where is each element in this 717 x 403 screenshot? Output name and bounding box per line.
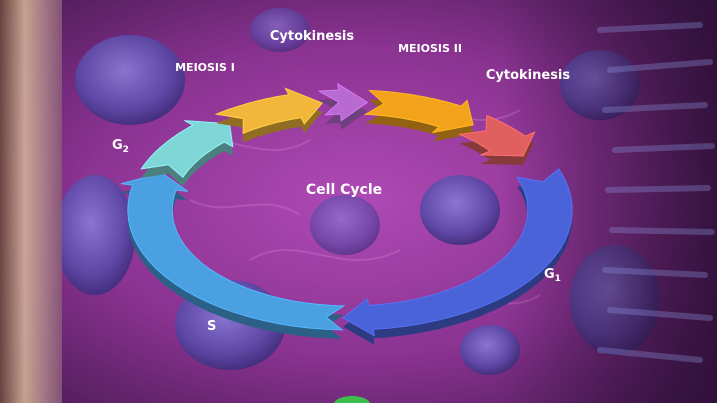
segment-cytokinesis2 — [457, 114, 536, 157]
left-cell-edge — [0, 0, 62, 403]
label-s: S — [207, 319, 216, 334]
label-meiosis-2: MEIOSIS II — [398, 42, 462, 55]
green-object — [334, 396, 370, 403]
label-meiosis-1: MEIOSIS I — [175, 61, 235, 74]
segment-meiosis1 — [214, 87, 324, 135]
label-g1: G1 — [544, 267, 561, 284]
label-cytokinesis-1: Cytokinesis — [270, 29, 355, 44]
center-label: Cell Cycle — [306, 182, 382, 198]
segment-g1 — [342, 168, 573, 337]
label-cytokinesis-2: Cytokinesis — [486, 68, 571, 83]
segment-s — [120, 172, 346, 331]
cell-cycle-ring — [120, 82, 573, 345]
segment-cytokinesis1 — [317, 82, 369, 122]
label-g2: G2 — [112, 138, 129, 155]
right-cilia — [597, 22, 715, 363]
segment-meiosis2 — [363, 89, 474, 134]
segment-g2 — [140, 120, 234, 178]
